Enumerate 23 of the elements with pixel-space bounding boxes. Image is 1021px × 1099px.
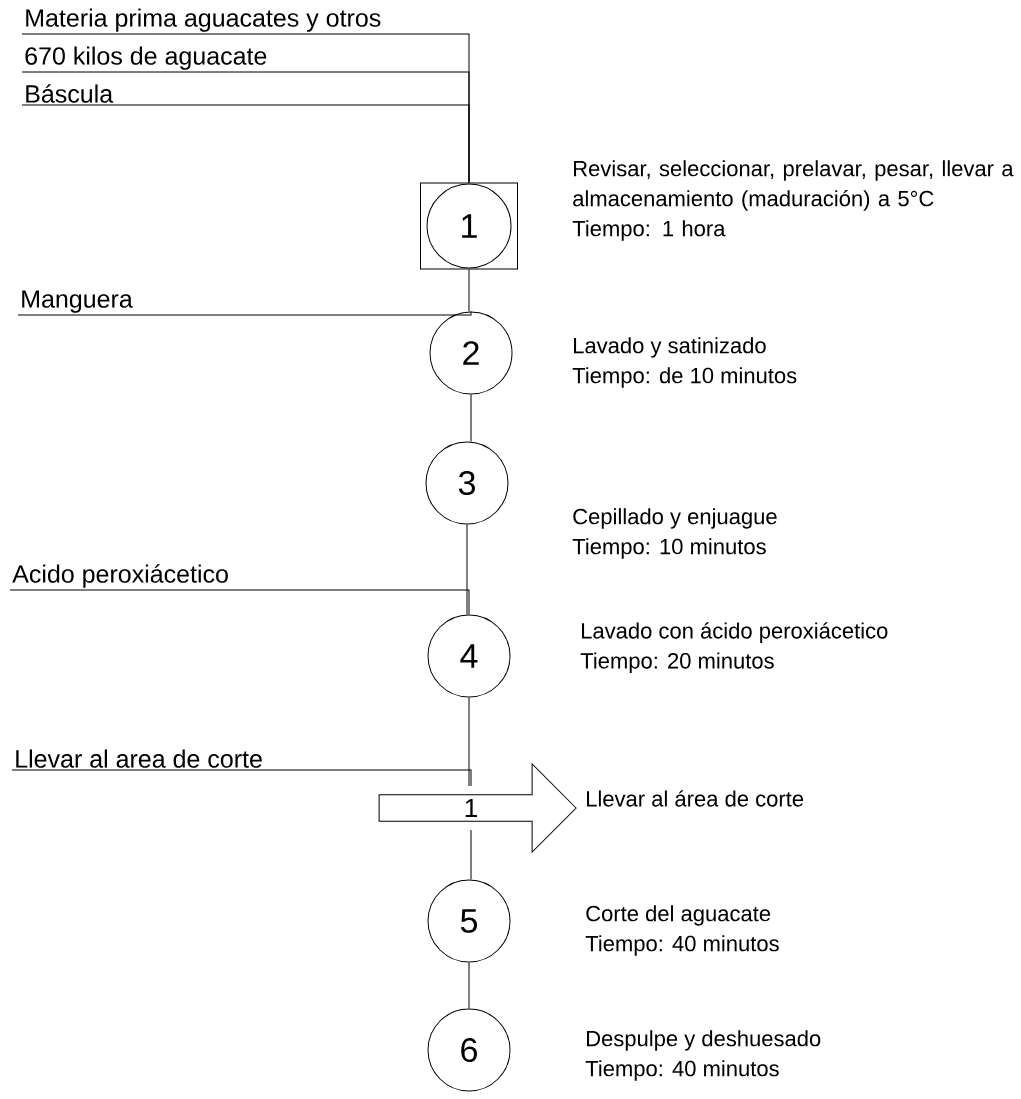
leader-line xyxy=(21,104,470,183)
leader-line xyxy=(9,589,470,615)
flow-line xyxy=(468,962,470,1009)
flow-line xyxy=(468,697,470,787)
step-description: Llevar al área de corte xyxy=(587,790,804,807)
flow-line xyxy=(466,524,468,615)
step-description: Lavado y satinizado Tiempo: de 10 minutos xyxy=(572,337,797,388)
step-description: Cepillado y enjuague Tiempo: 10 minutos xyxy=(572,508,777,559)
input-label: Llevar al area de corte xyxy=(16,749,262,768)
flow-line xyxy=(468,269,470,312)
step-description: Lavado con ácido peroxiácetico Tiempo: 20 minutos xyxy=(580,622,888,673)
step-description: Revisar, seleccionar, prelavar, pesar, llevar a almacenamiento (maduración) a 5°C Tiempo: 1 hora xyxy=(572,160,1014,241)
input-label: Manguera xyxy=(22,290,133,313)
leader-line xyxy=(17,311,472,316)
input-label: Acido peroxiácetico xyxy=(12,564,228,588)
input-label: Materia prima aguacates y otros xyxy=(26,8,381,32)
step-description: Despulpe y deshuesado Tiempo: 40 minutos xyxy=(585,1030,821,1081)
flow-line xyxy=(470,829,472,880)
input-label: Báscula xyxy=(26,84,114,103)
step-description: Corte del aguacate Tiempo: 40 minutos xyxy=(585,905,779,956)
leader-line xyxy=(11,769,472,787)
flow-line xyxy=(470,394,472,442)
input-label: 670 kilos de aguacate xyxy=(25,46,267,70)
